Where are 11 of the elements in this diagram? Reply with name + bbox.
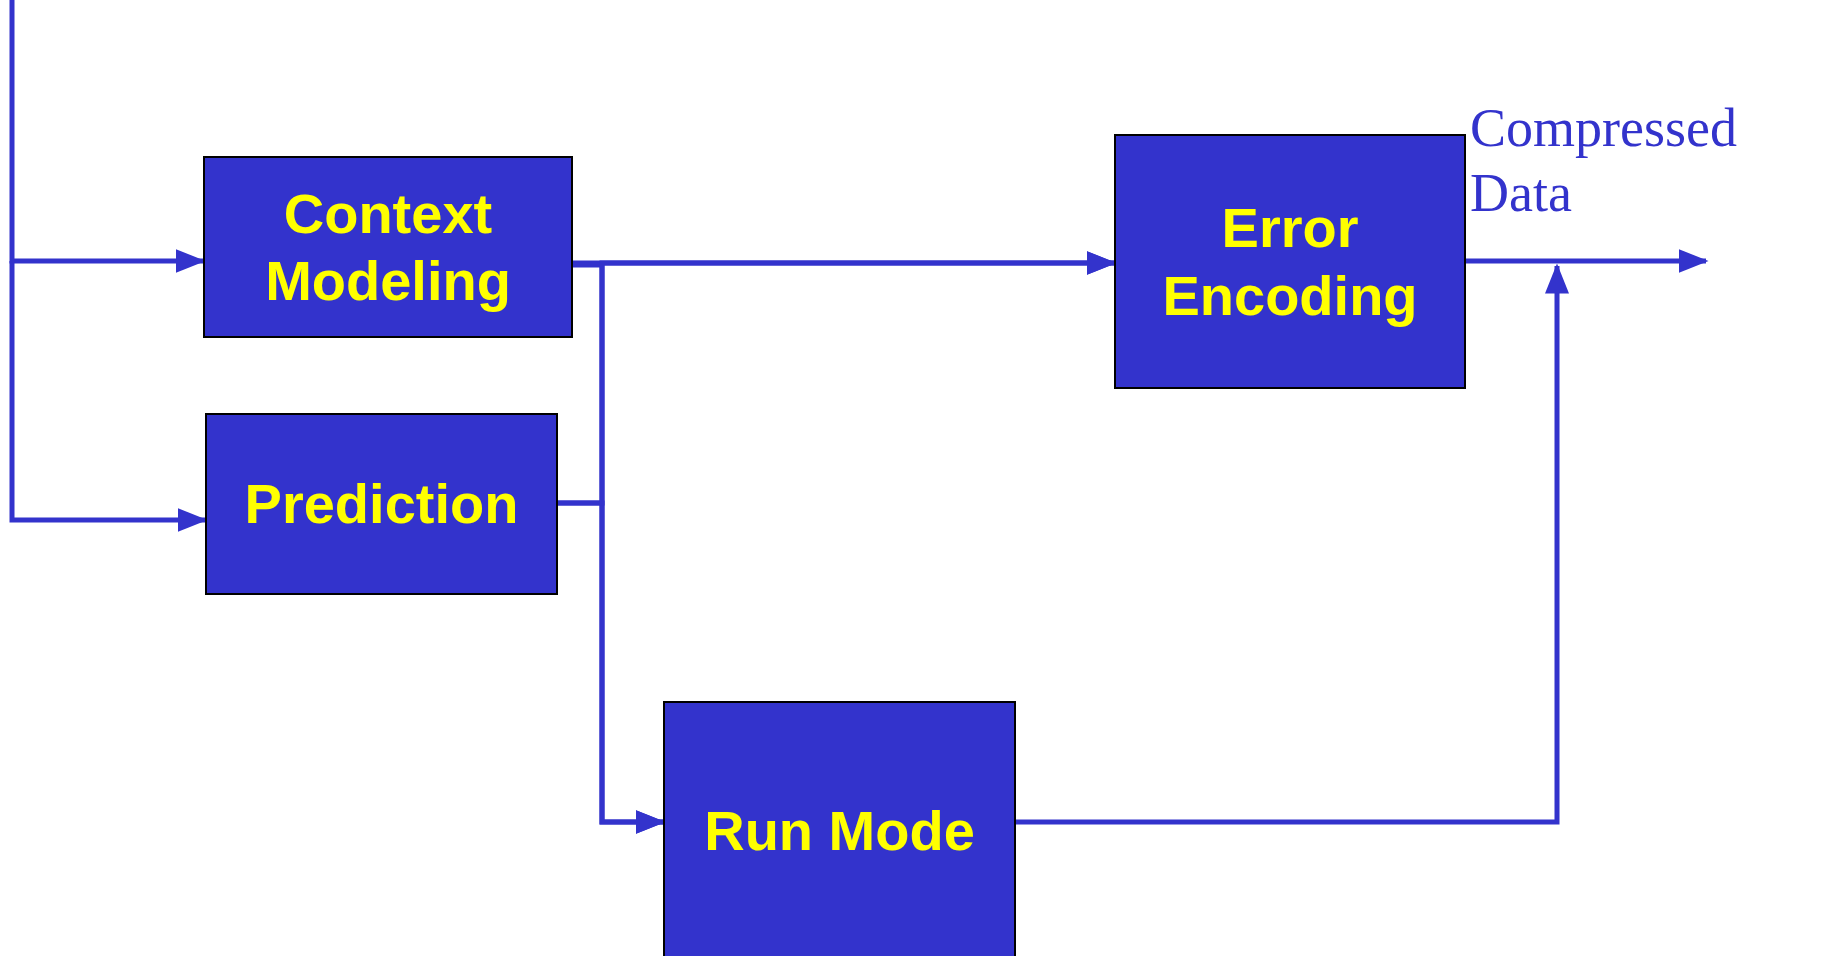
box-label: Run Mode bbox=[704, 797, 975, 864]
arrow bbox=[1466, 249, 1709, 273]
edge-label: Compressed Data bbox=[1470, 97, 1738, 225]
box-label: Prediction bbox=[244, 471, 519, 538]
process-box bbox=[205, 413, 558, 595]
process-box bbox=[1114, 134, 1466, 389]
box-label: Context Modeling bbox=[264, 180, 512, 314]
process-box bbox=[203, 156, 573, 338]
box-label: Error Encoding bbox=[1161, 195, 1419, 329]
process-box bbox=[663, 701, 1016, 956]
arrow bbox=[1016, 263, 1569, 825]
